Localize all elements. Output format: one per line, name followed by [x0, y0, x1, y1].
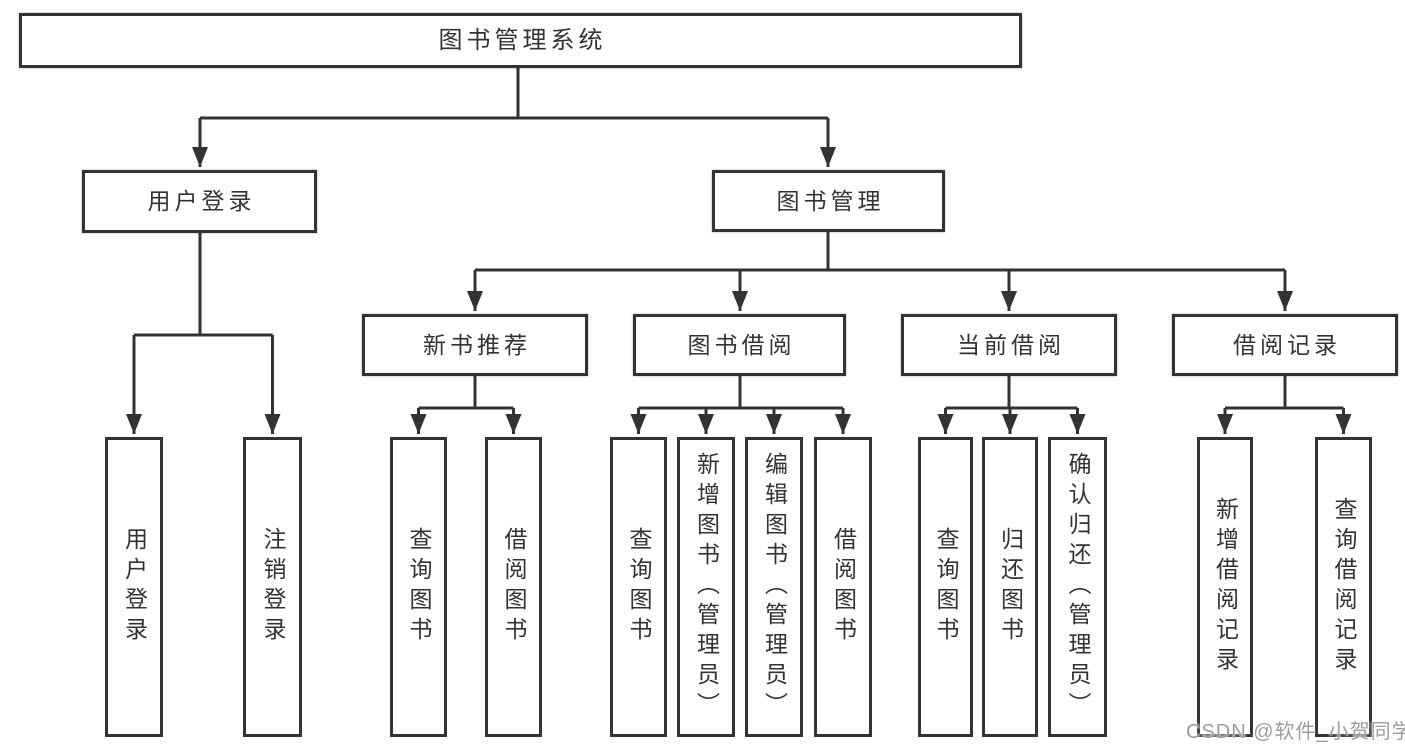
leaf-borrow-books-1: 借阅图书 — [485, 437, 542, 737]
leaf-add-borrow-record-label: 新增借阅记录 — [1212, 497, 1239, 677]
leaf-user-login-label: 用户登录 — [121, 527, 148, 647]
leaf-return-books: 归还图书 — [982, 437, 1038, 737]
leaf-borrow-books-2-label: 借阅图书 — [830, 527, 857, 647]
leaf-confirm-return-admin: 确认归还（管理员） — [1048, 437, 1107, 737]
leaf-borrow-books-2: 借阅图书 — [814, 437, 872, 737]
leaf-query-books-3-label: 查询图书 — [933, 527, 959, 647]
leaf-add-books-admin-label: 新增图书（管理员） — [693, 452, 720, 722]
leaf-query-books-2-label: 查询图书 — [626, 527, 652, 647]
node-user-login-label: 用户登录 — [147, 188, 256, 214]
node-library-system-label: 图书管理系统 — [438, 26, 607, 54]
leaf-logout: 注销登录 — [243, 437, 302, 737]
csdn-watermark: CSDN @软件_小贺同学 — [1186, 721, 1405, 743]
arrows-level3 — [467, 270, 1293, 311]
node-book-borrowing-label: 图书借阅 — [687, 331, 796, 358]
node-borrowing-records: 借阅记录 — [1172, 314, 1398, 376]
node-current-borrowing-label: 当前借阅 — [957, 331, 1065, 358]
leaf-borrow-books-1-label: 借阅图书 — [501, 527, 527, 647]
leaf-query-books-3: 查询图书 — [918, 437, 973, 737]
node-user-login: 用户登录 — [82, 170, 317, 233]
arrows-leaves — [126, 335, 1352, 434]
node-new-book-recommend-label: 新书推荐 — [423, 331, 531, 358]
node-book-management-label: 图书管理 — [776, 187, 885, 214]
node-current-borrowing: 当前借阅 — [901, 314, 1117, 376]
leaf-query-books-1-label: 查询图书 — [406, 527, 432, 647]
leaf-query-books-1: 查询图书 — [390, 437, 447, 737]
leaf-edit-books-admin-label: 编辑图书（管理员） — [761, 452, 788, 722]
leaf-query-borrow-record: 查询借阅记录 — [1315, 437, 1372, 737]
leaf-logout-label: 注销登录 — [260, 527, 286, 647]
node-borrowing-records-label: 借阅记录 — [1233, 331, 1341, 358]
leaf-add-books-admin: 新增图书（管理员） — [677, 437, 735, 737]
node-book-management: 图书管理 — [712, 170, 945, 232]
arrows-level2 — [192, 118, 836, 167]
leaf-edit-books-admin: 编辑图书（管理员） — [745, 437, 803, 737]
leaf-user-login: 用户登录 — [105, 437, 163, 737]
node-library-system: 图书管理系统 — [19, 13, 1022, 68]
leaf-confirm-return-admin-label: 确认归还（管理员） — [1065, 452, 1091, 722]
leaf-add-borrow-record: 新增借阅记录 — [1197, 437, 1253, 737]
leaf-query-borrow-record-label: 查询借阅记录 — [1331, 497, 1357, 677]
node-book-borrowing: 图书借阅 — [633, 314, 846, 376]
leaf-query-books-2: 查询图书 — [610, 437, 667, 737]
node-new-book-recommend: 新书推荐 — [362, 314, 588, 376]
leaf-return-books-label: 归还图书 — [997, 527, 1024, 647]
